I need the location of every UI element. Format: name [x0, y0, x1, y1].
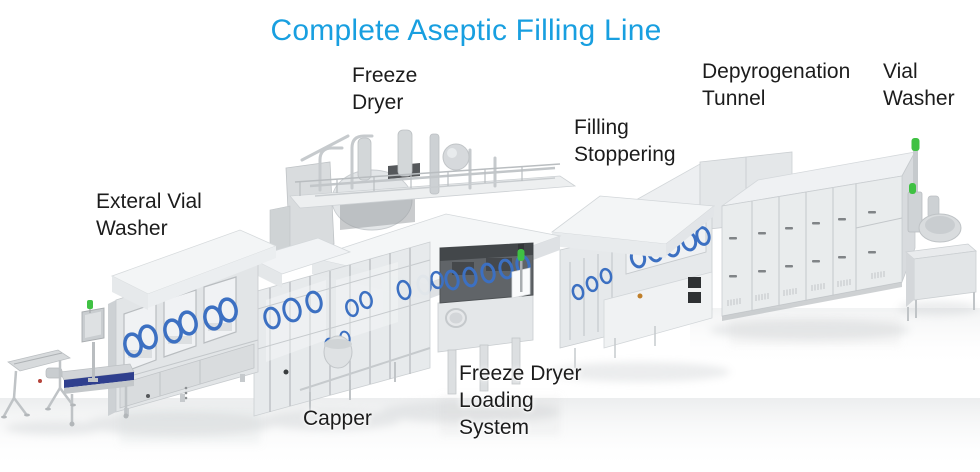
label-filling-stoppering: Filling Stoppering [574, 116, 676, 166]
hmi-panel [81, 300, 105, 382]
infeed-table [1, 349, 76, 419]
external-vial-washer-machine [108, 229, 278, 416]
infeed-conveyor [45, 363, 135, 427]
filling-stoppering-machine [550, 195, 716, 368]
label-capper: Capper [303, 407, 372, 430]
label-vial-washer: Vial Washer [883, 60, 955, 110]
label-freeze-dryer: Freeze Dryer [352, 64, 418, 114]
floor-reflection [0, 301, 980, 470]
capper-machine [248, 237, 431, 417]
label-depyrogenation-tunnel: Depyrogenation Tunnel [702, 60, 851, 110]
freeze-dryer-machine [269, 129, 577, 255]
label-external-vial-washer: Exteral Vial Washer [96, 190, 202, 240]
diagram-title: Complete Aseptic Filling Line [270, 14, 662, 47]
label-freeze-dryer-loading-system: Freeze Dryer Loading System [459, 362, 582, 439]
vial-washer-machine [905, 138, 977, 321]
depyrogenation-tunnel-machine [721, 151, 916, 321]
